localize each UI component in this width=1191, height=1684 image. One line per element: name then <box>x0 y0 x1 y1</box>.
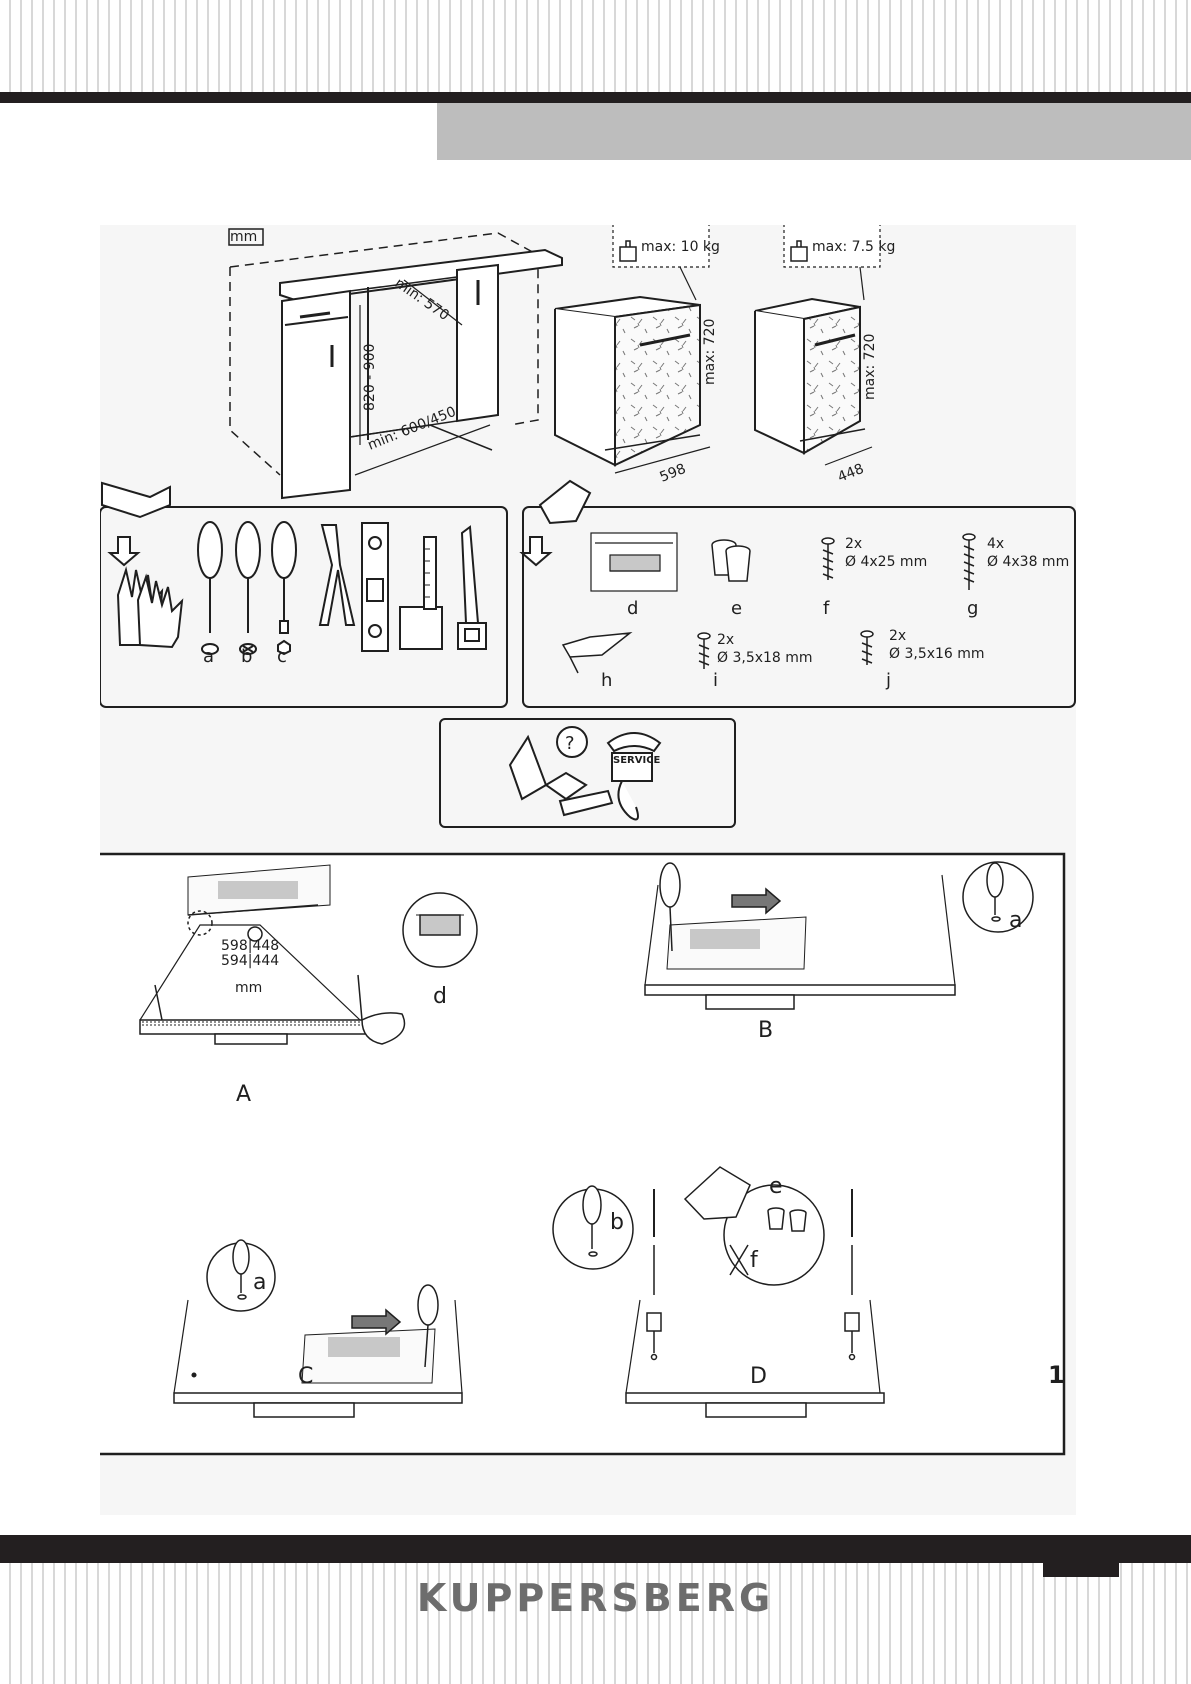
parts-panel: d e f g h i j 2x Ø 4x25 mm 4x Ø 4x38 mm … <box>519 479 1076 708</box>
wide-max-height: max: 720 <box>702 319 718 385</box>
part-label-i: i <box>713 670 718 691</box>
service-box: ? SERVICE <box>439 718 736 828</box>
step-d-part-e: e <box>769 1174 783 1199</box>
narrow-max-weight: max: 7.5 kg <box>812 239 895 255</box>
step-a-unit: mm <box>235 980 262 996</box>
cabinet-niche-drawing <box>228 228 563 500</box>
part-label-f: f <box>823 598 830 619</box>
service-label: SERVICE <box>613 755 661 766</box>
step-d-drawing <box>552 1166 885 1418</box>
header-title-block <box>437 103 1191 160</box>
part-j-screw-icon <box>860 630 874 665</box>
figure-number: 1 <box>1048 1361 1065 1389</box>
step-d-tool-b: b <box>610 1210 624 1235</box>
step-b-drawing <box>644 861 1034 1010</box>
step-b-tool-a: a <box>1009 908 1022 933</box>
toolbox-icon <box>101 481 171 567</box>
tool-label-a: a <box>203 646 214 667</box>
part-i-qty: 2x <box>717 632 734 648</box>
part-e-icon <box>711 539 751 582</box>
step-a-part-d: d <box>433 984 447 1009</box>
square-ruler-icon <box>399 536 443 650</box>
tool-label-b: b <box>241 646 252 667</box>
part-i-size: Ø 3,5x18 mm <box>717 650 813 666</box>
gloves-icon <box>116 566 184 649</box>
part-label-h: h <box>601 670 612 691</box>
question-icon <box>556 726 588 758</box>
wide-width: 598 <box>658 461 689 486</box>
step-a-dims-top: 598|448 <box>221 938 279 954</box>
unit-box-label: mm <box>230 229 257 245</box>
part-label-g: g <box>967 598 978 619</box>
question-mark: ? <box>565 733 575 754</box>
phillips-screwdriver-icon <box>235 521 261 655</box>
part-f-qty: 2x <box>845 536 862 552</box>
installation-figure: mm 820 - 900 min: 570 min: 600/450 max: … <box>96 216 1076 1456</box>
part-i-screw-icon <box>697 632 711 669</box>
manual-book-icon <box>508 734 614 817</box>
spirit-level-icon <box>361 522 389 652</box>
tools-panel: a b c <box>99 481 508 708</box>
dishwasher-wide-drawing <box>554 216 711 474</box>
cabinet-height-label: 820 - 900 <box>362 344 378 411</box>
cabinet-width-label: min: 600/450 <box>366 404 459 454</box>
flat-screwdriver-icon <box>197 521 223 655</box>
tool-label-c: c <box>277 646 287 667</box>
steps-frame <box>96 852 1066 1456</box>
step-c-tool-a: a <box>253 1270 266 1295</box>
part-h-icon <box>561 631 633 674</box>
part-g-screw-icon <box>962 533 976 590</box>
part-j-qty: 2x <box>889 628 906 644</box>
narrow-width: 448 <box>836 461 867 486</box>
part-g-size: Ø 4x38 mm <box>987 554 1069 570</box>
step-a-dims-bottom: 594|444 <box>221 953 279 969</box>
step-d-part-f: f <box>750 1248 759 1273</box>
step-c-label: C <box>298 1364 313 1389</box>
part-label-j: j <box>885 670 891 691</box>
saw-icon <box>457 525 487 650</box>
part-f-size: Ø 4x25 mm <box>845 554 927 570</box>
pliers-icon <box>318 524 356 626</box>
step-a-label: A <box>236 1082 251 1107</box>
step-c-drawing <box>173 1239 463 1418</box>
hex-screwdriver-icon <box>271 521 297 656</box>
page-number-tab <box>1043 1560 1119 1577</box>
header-bar <box>0 92 1191 103</box>
step-a-drawing <box>139 864 478 1045</box>
part-label-d: d <box>627 598 638 619</box>
part-d-icon <box>590 532 678 592</box>
brand-logo: KUPPERSBERG <box>416 1576 775 1620</box>
wide-max-weight: max: 10 kg <box>641 239 720 255</box>
bottom-stripe-band <box>0 1563 1191 1684</box>
step-b-label: B <box>758 1018 773 1043</box>
part-g-qty: 4x <box>987 536 1004 552</box>
page-content: mm 820 - 900 min: 570 min: 600/450 max: … <box>96 216 1076 1515</box>
unit-box <box>228 228 264 246</box>
step-d-label: D <box>750 1364 767 1389</box>
part-f-screw-icon <box>821 537 835 580</box>
service-phone-icon <box>606 732 662 821</box>
top-stripe-band <box>0 0 1191 92</box>
narrow-max-height: max: 720 <box>862 334 878 400</box>
part-j-size: Ø 3,5x16 mm <box>889 646 985 662</box>
parts-bag-icon <box>519 479 592 567</box>
footer-bar <box>0 1535 1191 1563</box>
part-label-e: e <box>731 598 742 619</box>
